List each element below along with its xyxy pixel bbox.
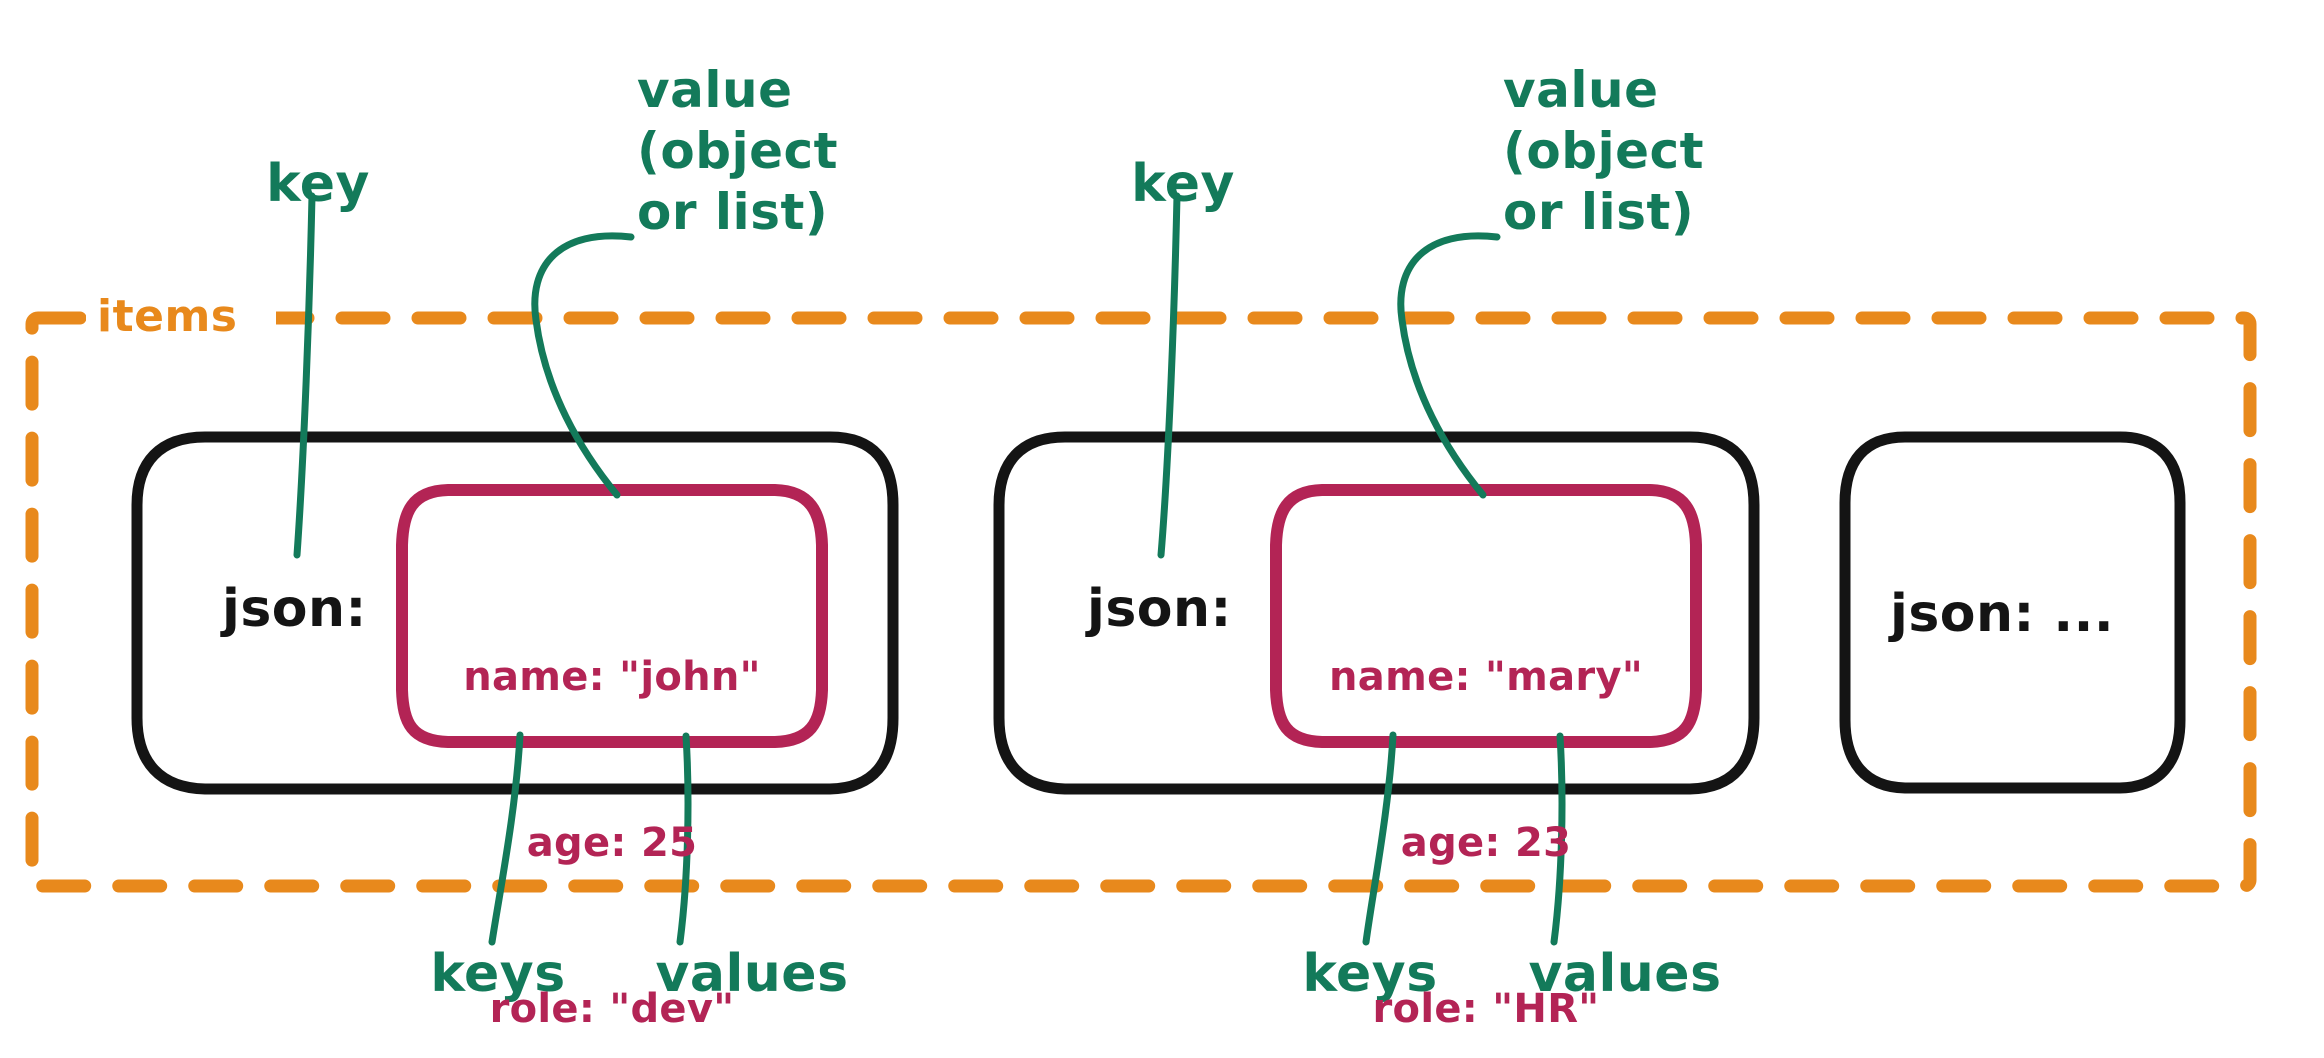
- leader-line-value-2: [1397, 232, 1501, 499]
- value-box-1-line-0: name: "john": [463, 654, 761, 701]
- value-box-1-content: name: "john" age: 25 role: "dev": [463, 540, 761, 1058]
- items-label-mask: [86, 286, 276, 348]
- items-container-label: items: [97, 291, 238, 342]
- value-box-1-outline: [396, 484, 828, 748]
- json-card-1-key-label: json:: [222, 579, 367, 639]
- leader-line-values-2: [1550, 732, 1566, 946]
- annotation-key-1: key: [266, 154, 370, 214]
- value-box-2-line-0: name: "mary": [1329, 654, 1643, 701]
- leader-line-keys-1: [488, 731, 524, 946]
- leader-line-value-1: [531, 232, 635, 499]
- json-card-3-key-label: json: ...: [1890, 584, 2115, 644]
- value-box-2-line-1: age: 23: [1400, 819, 1572, 866]
- annotation-values-2: values: [1528, 944, 1722, 1004]
- value-box-2-line-2: role: "HR": [1372, 985, 1600, 1032]
- leader-line-keys-2: [1362, 731, 1397, 946]
- annotation-value-2: value (object or list): [1503, 61, 1705, 241]
- json-card-3-outline: [1839, 431, 2186, 794]
- annotation-keys-1: keys: [430, 944, 566, 1004]
- annotation-values-1: values: [655, 944, 849, 1004]
- annotation-value-1: value (object or list): [637, 61, 839, 241]
- items-container-dashed-border: [25, 311, 2257, 893]
- value-box-1-line-2: role: "dev": [489, 985, 735, 1032]
- value-box-1-line-1: age: 25: [526, 819, 698, 866]
- leader-line-key-2: [1157, 192, 1181, 559]
- value-box-2-outline: [1270, 484, 1702, 748]
- annotation-key-2: key: [1131, 154, 1235, 214]
- annotation-keys-2: keys: [1302, 944, 1438, 1004]
- leader-line-values-1: [676, 732, 692, 946]
- value-box-2-content: name: "mary" age: 23 role: "HR": [1329, 540, 1643, 1058]
- leader-line-key-1: [293, 192, 316, 559]
- json-card-2-key-label: json:: [1087, 579, 1232, 639]
